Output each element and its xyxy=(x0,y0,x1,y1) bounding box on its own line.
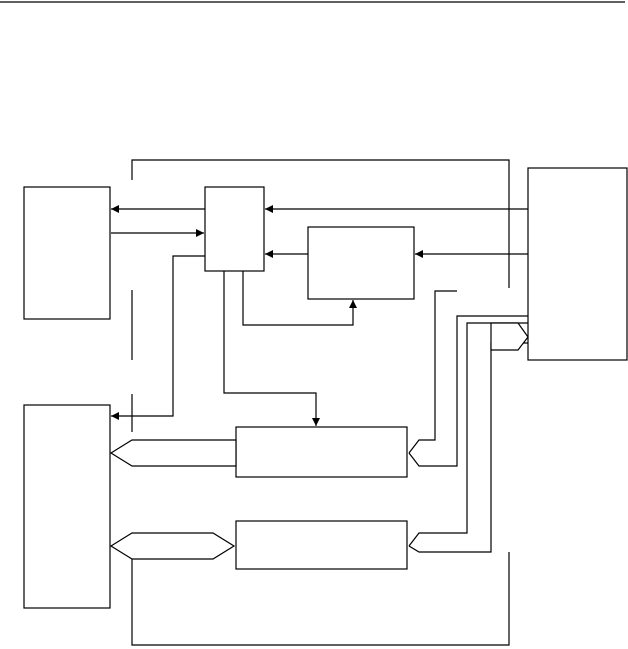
center-small-block xyxy=(204,186,265,272)
bus-to-lower-upper-outer xyxy=(408,290,457,454)
center-middle-block xyxy=(307,226,415,300)
bus-to-lower-upper-inner xyxy=(408,315,528,467)
outer-frame-bottom xyxy=(131,552,510,646)
left-lower-block xyxy=(23,404,111,609)
bus-into-right-block xyxy=(490,322,529,351)
arrow-center-to-lower-upper xyxy=(223,271,320,426)
lower-upper-block xyxy=(235,426,408,478)
left-upper-block xyxy=(23,186,111,320)
bus-left-lower-to-lower-bottom xyxy=(109,532,236,560)
bus-to-lower-bottom-inner xyxy=(408,342,528,553)
lower-bottom-block xyxy=(235,520,408,570)
outer-frame-top xyxy=(131,159,510,288)
arrow-center-to-left-lower xyxy=(111,255,205,420)
bus-to-lower-bottom-outer xyxy=(408,322,528,547)
right-block xyxy=(527,167,628,361)
arrow-feedback-to-middle xyxy=(242,271,357,326)
bus-lower-upper-to-left xyxy=(109,439,237,467)
